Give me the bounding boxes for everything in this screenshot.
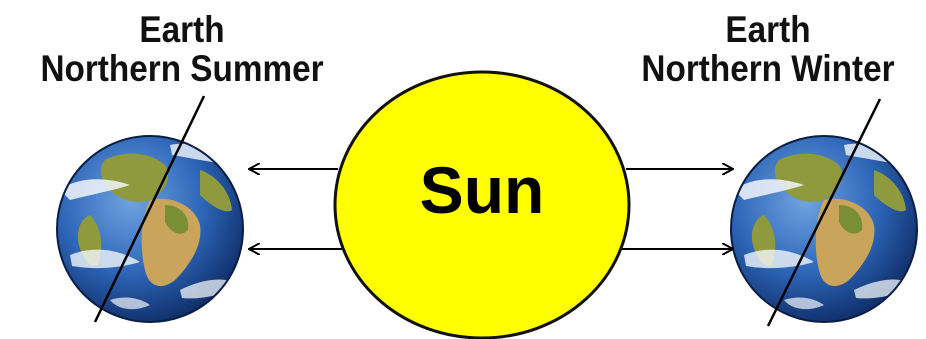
left-earth-title: Earth Northern Summer <box>20 10 344 88</box>
left-earth-title-line1: Earth <box>20 10 344 49</box>
right-earth-title-line1: Earth <box>606 10 926 49</box>
left-earth <box>57 96 243 322</box>
right-earth-title: Earth Northern Winter <box>606 10 926 88</box>
right-earth-title-line2: Northern Winter <box>606 49 926 88</box>
sun-label: Sun <box>336 155 628 225</box>
left-earth-title-line2: Northern Summer <box>20 49 344 88</box>
right-earth <box>731 99 917 326</box>
